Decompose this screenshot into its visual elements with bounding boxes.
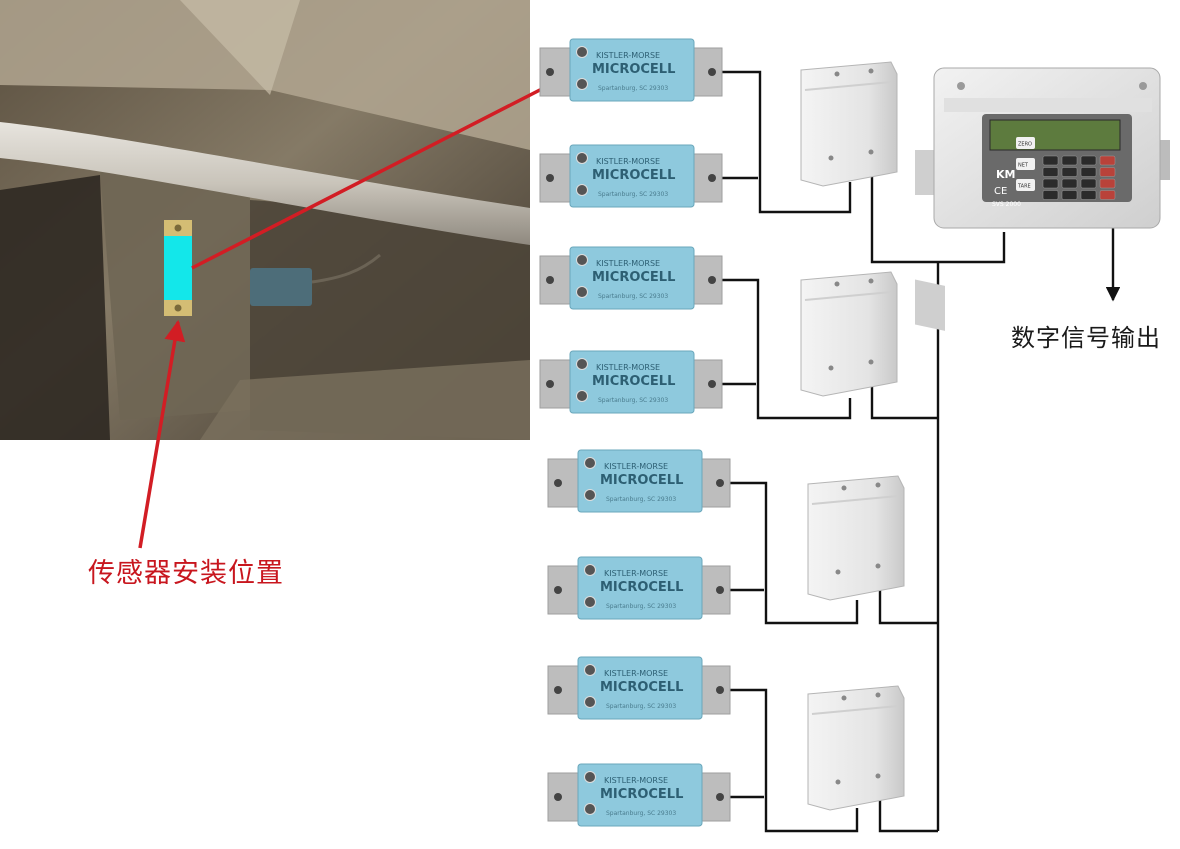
sensor-location: Spartanburg, SC 29303 — [606, 810, 676, 817]
pointer-arrow-to-sensor — [191, 70, 577, 270]
keypad-key — [1061, 178, 1078, 189]
keypad-key — [1042, 178, 1059, 189]
digital-output-label: 数字信号输出 — [1011, 324, 1161, 352]
keypad-key — [1099, 190, 1116, 200]
sensor-brand-main: MICROCELL — [600, 580, 683, 595]
sensor-brand-top: KISTLER-MORSE — [604, 776, 668, 785]
km-logo: KM — [996, 168, 1015, 181]
sensor-position-highlight — [164, 220, 192, 316]
side-keys: ZERO NET TARE — [1016, 137, 1035, 191]
sensor-brand-top: KISTLER-MORSE — [604, 669, 668, 678]
sensor-brand-main: MICROCELL — [600, 787, 683, 802]
side-key — [1016, 158, 1035, 170]
keypad-key — [1042, 155, 1059, 166]
install-position-label: 传感器安装位置 — [88, 558, 284, 589]
keypad-key — [1042, 190, 1059, 200]
indicator-model-label: SVS 2000 — [992, 201, 1021, 208]
load-cell-sensor: KISTLER-MORSE MICROCELL Spartanburg, SC 29… — [547, 449, 731, 513]
keypad-key — [1061, 155, 1078, 166]
sensor-location: Spartanburg, SC 29303 — [606, 703, 676, 710]
sensor-location: Spartanburg, SC 29303 — [598, 85, 668, 92]
junction-box — [807, 685, 905, 811]
sensor-brand-main: MICROCELL — [600, 680, 683, 695]
keypad-key — [1061, 190, 1078, 200]
sensor-brand-top: KISTLER-MORSE — [596, 51, 660, 60]
load-cell-sensor: KISTLER-MORSE MICROCELL Spartanburg, SC 29… — [547, 656, 731, 720]
keypad-key — [1080, 178, 1097, 189]
sensor-brand-top: KISTLER-MORSE — [596, 259, 660, 268]
side-key-label: ZERO — [1018, 142, 1032, 148]
keypad-key — [1042, 167, 1059, 177]
sensor-brand-main: MICROCELL — [592, 168, 675, 183]
load-cell-sensor: KISTLER-MORSE MICROCELL Spartanburg, SC 29… — [539, 350, 723, 414]
sensor-location: Spartanburg, SC 29303 — [598, 397, 668, 404]
junction-box — [800, 271, 898, 397]
load-cell-sensor: KISTLER-MORSE MICROCELL Spartanburg, SC 29… — [547, 556, 731, 620]
keypad-key — [1099, 167, 1116, 177]
junction-box-photo — [250, 268, 312, 306]
keypad-key — [1080, 155, 1097, 166]
sensor-brand-top: KISTLER-MORSE — [604, 569, 668, 578]
keypad-key — [1099, 155, 1116, 166]
sensor-brand-main: MICROCELL — [592, 270, 675, 285]
svs-indicator-unit: KM CE SVS 2000 ZERO NET TARE — [915, 67, 1170, 331]
load-cell-sensor: KISTLER-MORSE MICROCELL Spartanburg, SC 29… — [539, 38, 723, 102]
sensor-location: Spartanburg, SC 29303 — [598, 191, 668, 198]
pointer-arrow-from-label — [138, 319, 186, 549]
junction-box — [800, 61, 898, 187]
side-key-label: TARE — [1017, 184, 1031, 190]
sensor-brand-main: MICROCELL — [592, 374, 675, 389]
wiring — [722, 70, 1006, 833]
keypad-key — [1099, 178, 1116, 189]
junction-box — [807, 475, 905, 601]
lcd-display — [989, 119, 1121, 151]
side-key — [1016, 137, 1035, 149]
load-cell-sensor: KISTLER-MORSE MICROCELL Spartanburg, SC 29… — [547, 763, 731, 827]
keypad-key — [1080, 167, 1097, 177]
load-cell-sensor: KISTLER-MORSE MICROCELL Spartanburg, SC 29… — [539, 246, 723, 310]
keypad-key — [1061, 167, 1078, 177]
numeric-keypad — [1042, 155, 1116, 200]
sensor-brand-main: MICROCELL — [592, 62, 675, 77]
keypad-key — [1080, 190, 1097, 200]
sensor-location: Spartanburg, SC 29303 — [606, 496, 676, 503]
sensor-brand-main: MICROCELL — [600, 473, 683, 488]
sensor-location: Spartanburg, SC 29303 — [598, 293, 668, 300]
sensor-brand-top: KISTLER-MORSE — [596, 363, 660, 372]
installation-photo — [0, 0, 530, 440]
junction-boxes — [800, 61, 905, 811]
ce-mark: CE — [994, 186, 1007, 197]
sensor-location: Spartanburg, SC 29303 — [606, 603, 676, 610]
side-key — [1016, 179, 1035, 191]
side-key-label: NET — [1018, 163, 1029, 169]
sensor-brand-top: KISTLER-MORSE — [596, 157, 660, 166]
load-cell-sensor: KISTLER-MORSE MICROCELL Spartanburg, SC 29… — [539, 144, 723, 208]
sensor-brand-top: KISTLER-MORSE — [604, 462, 668, 471]
load-cell-sensors: KISTLER-MORSE MICROCELL Spartanburg, SC 29… — [539, 38, 731, 827]
